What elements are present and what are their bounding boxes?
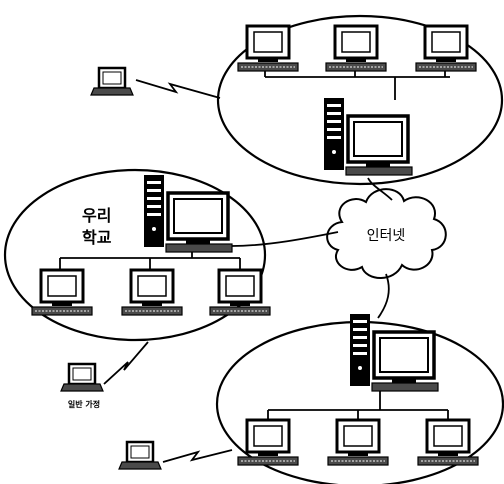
desktop-computer xyxy=(414,24,478,73)
desktop-computer xyxy=(236,24,300,73)
desktop-computer xyxy=(236,418,300,467)
wireless-link-icon xyxy=(103,341,149,385)
server-computer xyxy=(322,96,414,177)
server-computer xyxy=(348,312,440,393)
remote-laptop-home: 일반 가정 xyxy=(59,341,149,409)
desktop-computer xyxy=(30,268,94,317)
bottom-network xyxy=(215,312,504,484)
link-top-to-internet xyxy=(367,177,393,201)
internet: 인터넷 xyxy=(326,188,447,279)
internet-label: 인터넷 xyxy=(367,228,406,244)
wireless-link-icon xyxy=(135,79,221,99)
remote-laptop-top xyxy=(89,66,221,99)
school-label-line2: 학교 xyxy=(82,228,112,247)
wireless-link-icon xyxy=(162,449,233,463)
desktop-computer xyxy=(324,24,388,73)
school-label-line1: 우리 xyxy=(82,206,111,225)
top-network xyxy=(216,14,504,186)
desktop-computer xyxy=(208,268,272,317)
top-network-boundary xyxy=(216,14,504,186)
remote-laptop-bottom xyxy=(117,440,233,471)
laptop-computer xyxy=(89,66,135,97)
laptop-computer xyxy=(59,362,105,393)
link-school-to-internet xyxy=(231,231,339,247)
home-label: 일반 가정 xyxy=(68,399,100,409)
desktop-computer xyxy=(120,268,184,317)
desktop-computer xyxy=(326,418,390,467)
server-computer xyxy=(142,173,234,254)
laptop-computer xyxy=(117,440,163,471)
school-network: 우리 학교 xyxy=(3,168,272,342)
desktop-computer xyxy=(416,418,480,467)
link-bottom-to-internet xyxy=(377,273,390,319)
internet-cloud-icon xyxy=(326,188,447,279)
school-network-boundary xyxy=(3,168,267,342)
